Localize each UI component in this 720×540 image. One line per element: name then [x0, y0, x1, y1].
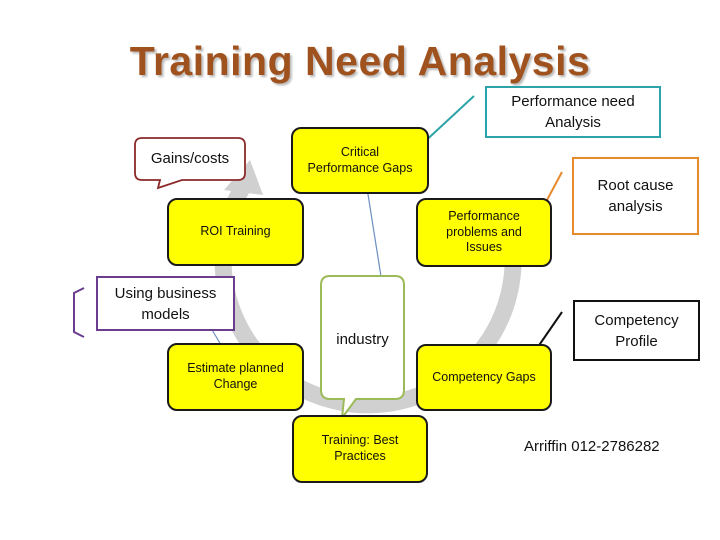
node-training-best-practices: Training: Best Practices [292, 415, 428, 483]
node-performance-problems: Performance problems and Issues [416, 198, 552, 267]
industry-label: industry [336, 331, 389, 348]
gains-costs-label: Gains/costs [150, 150, 230, 167]
node-roi-training: ROI Training [167, 198, 304, 266]
callout-performance-need-analysis: Performance need Analysis [485, 86, 661, 138]
gains-costs-callout-shape [134, 137, 246, 190]
callout-root-cause-analysis: Root cause analysis [572, 157, 699, 235]
author-credit: Arriffin 012-2786282 [524, 438, 660, 455]
performance-need-connector [419, 95, 475, 147]
node-competency-gaps: Competency Gaps [416, 344, 552, 411]
node-estimate-planned-change: Estimate planned Change [167, 343, 304, 411]
node-critical-performance-gaps: Critical Performance Gaps [291, 127, 429, 194]
callout-competency-profile: Competency Profile [573, 300, 700, 361]
business-models-bracket [73, 287, 85, 338]
page-title: Training Need Analysis [129, 38, 591, 84]
industry-callout-shape [320, 275, 405, 422]
callout-business-models: Using business models [96, 276, 235, 331]
industry-arrow [363, 183, 384, 290]
